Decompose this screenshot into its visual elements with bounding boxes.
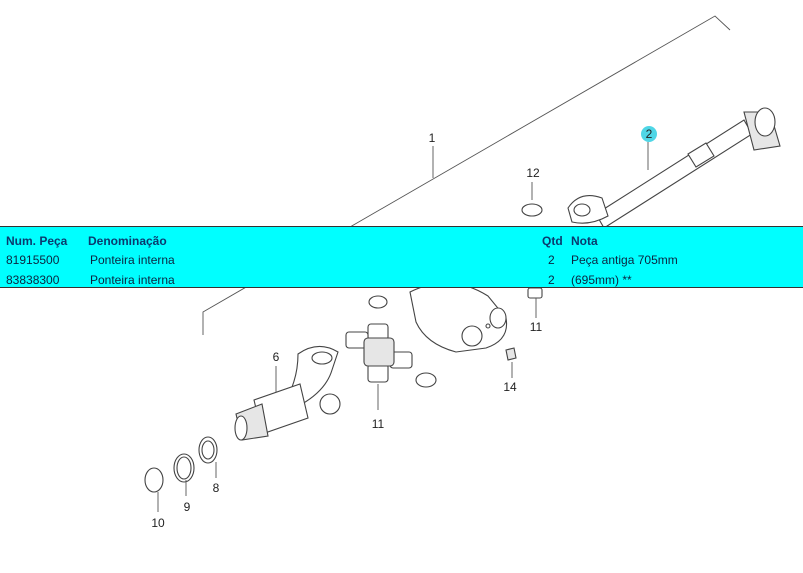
snap-ring-right [415, 372, 437, 388]
callout-9[interactable]: 9 [184, 500, 191, 514]
callout-2-highlight [641, 126, 657, 142]
bearing-cap-11-upper [527, 287, 543, 318]
header-qty: Qtd [542, 234, 563, 248]
shaft-part-2 [567, 107, 781, 229]
row-note: (695mm) ** [571, 273, 632, 287]
header-part-number: Num. Peça [6, 234, 68, 248]
snap-ring-upper [368, 295, 388, 309]
ring-8 [198, 436, 218, 478]
callout-10[interactable]: 10 [151, 516, 165, 530]
assembly-bracket [202, 15, 731, 335]
row-qty: 2 [548, 273, 555, 287]
row-description: Ponteira interna [90, 273, 175, 287]
callout-14[interactable]: 14 [503, 380, 517, 394]
row-description: Ponteira interna [90, 253, 175, 267]
row-note: Peça antiga 705mm [571, 253, 678, 267]
universal-joint-cross-11 [345, 323, 413, 410]
callout-11-lower[interactable]: 11 [372, 417, 385, 431]
row-part-number: 83838300 [6, 273, 60, 287]
parts-info-panel: Num. Peça Denominação Qtd Nota 81915500 … [0, 226, 803, 288]
snap-ring-12 [521, 182, 543, 217]
callout-1[interactable]: 1 [429, 131, 436, 145]
header-note: Nota [571, 234, 598, 248]
yoke-shaft-6 [234, 345, 341, 441]
callout-12[interactable]: 12 [526, 166, 540, 180]
callout-2[interactable]: 2 [646, 127, 653, 141]
row-qty: 2 [548, 253, 555, 267]
callout-8[interactable]: 8 [213, 481, 220, 495]
row-part-number: 81915500 [6, 253, 60, 267]
callout-11-upper[interactable]: 11 [530, 320, 543, 334]
grease-fitting-14 [505, 347, 517, 378]
header-description: Denominação [88, 234, 167, 248]
ring-9 [173, 453, 195, 496]
callout-6[interactable]: 6 [273, 350, 280, 364]
center-yoke-housing [409, 282, 508, 353]
snap-ring-10 [144, 467, 164, 512]
